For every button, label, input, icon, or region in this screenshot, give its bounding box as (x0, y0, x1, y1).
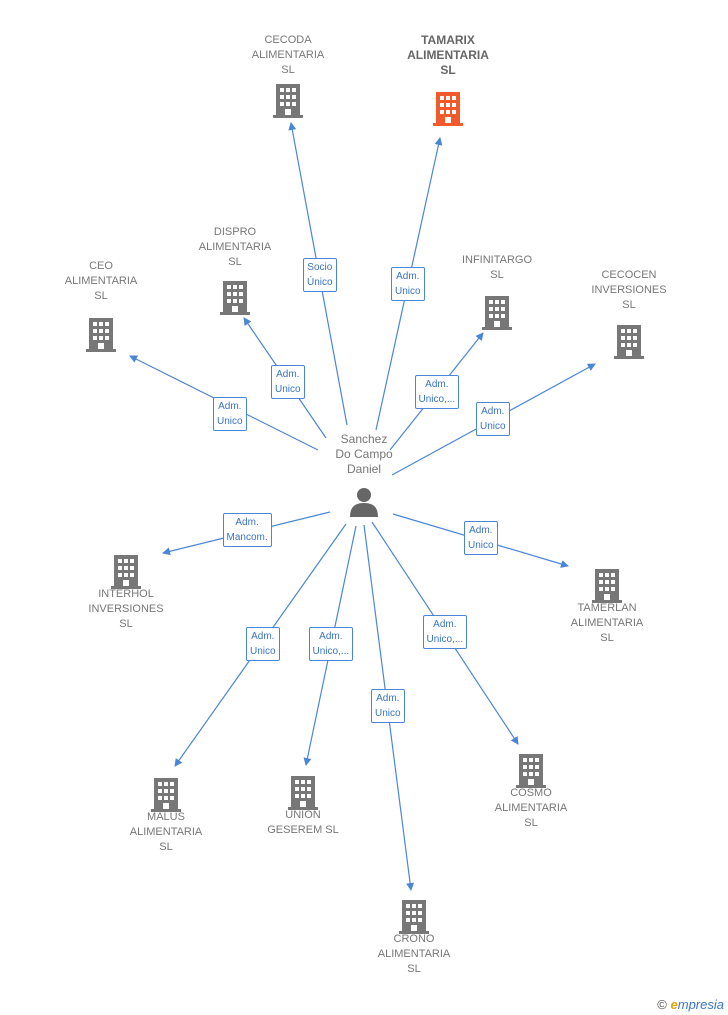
relation-label: Adm. Unico (213, 397, 247, 431)
company-name[interactable]: CECOCEN INVERSIONES SL (591, 269, 667, 311)
company-name[interactable]: UNION GESEREM SL (267, 809, 339, 836)
company-name[interactable]: DISPRO ALIMENTARIA SL (198, 226, 272, 268)
company-name[interactable]: TAMARIX ALIMENTARIA SL (407, 33, 489, 77)
company-name[interactable]: INFINITARGO SL (461, 254, 533, 281)
copyright-symbol: © (657, 997, 667, 1012)
relation-label: Adm. Unico (371, 689, 405, 723)
company-name[interactable]: TAMERLAN ALIMENTARIA SL (570, 602, 644, 644)
company-name[interactable]: CECODA ALIMENTARIA SL (251, 34, 325, 76)
relation-label: Adm. Unico (476, 402, 510, 436)
building-icon[interactable] (151, 778, 181, 812)
building-icon[interactable] (111, 555, 141, 589)
relation-label: Adm. Unico (246, 627, 280, 661)
brand-logo: empresia (670, 997, 724, 1012)
building-icon[interactable] (516, 754, 546, 788)
company-name[interactable]: CRONO ALIMENTARIA SL (377, 933, 451, 975)
person-icon[interactable] (350, 488, 378, 517)
relation-label: Adm. Unico,... (414, 375, 460, 409)
building-icon[interactable] (288, 776, 318, 810)
building-icon[interactable] (592, 569, 622, 603)
relation-label: Adm. Mancom. (222, 513, 272, 547)
building-icon[interactable] (482, 296, 512, 330)
relation-label: Adm. Unico (464, 521, 498, 555)
company-name[interactable]: CEO ALIMENTARIA SL (64, 260, 138, 302)
building-icon[interactable] (86, 318, 116, 352)
relation-label: Adm. Unico (391, 267, 425, 301)
company-name[interactable]: INTERHOL INVERSIONES SL (88, 588, 164, 630)
relation-label: Adm. Unico,... (308, 627, 354, 661)
relation-label: Adm. Unico (271, 365, 305, 399)
footer-brand: © empresia (657, 997, 724, 1012)
building-icon[interactable] (433, 92, 463, 126)
company-name[interactable]: MALUS ALIMENTARIA SL (129, 811, 203, 853)
building-icon[interactable] (220, 281, 250, 315)
relation-label: Socio Único (303, 258, 337, 292)
building-icon[interactable] (614, 325, 644, 359)
center-person-name[interactable]: Sanchez Do Campo Daniel (335, 432, 393, 476)
relation-label: Adm. Unico,... (422, 615, 468, 649)
company-name[interactable]: COSMO ALIMENTARIA SL (494, 787, 568, 829)
building-icon[interactable] (273, 84, 303, 118)
building-icon[interactable] (399, 900, 429, 934)
